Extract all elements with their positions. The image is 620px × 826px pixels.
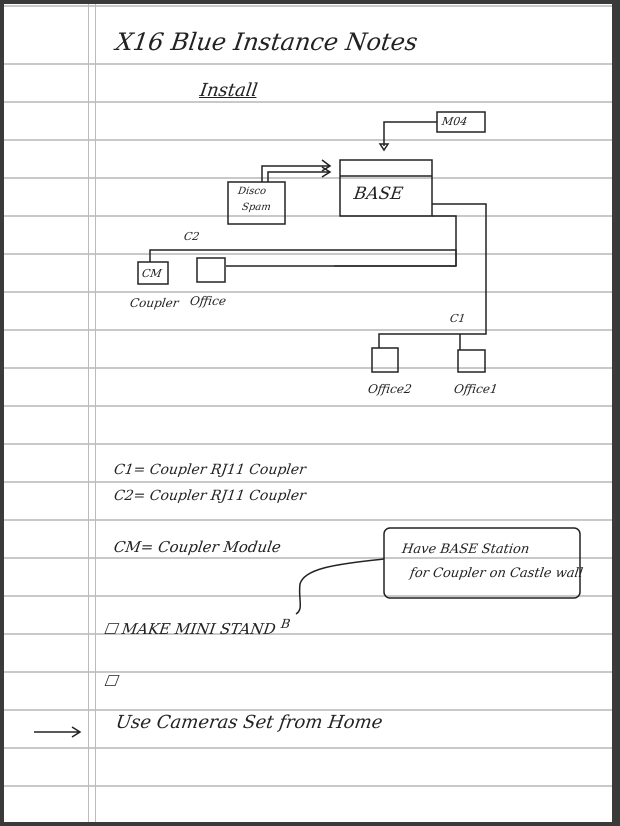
callout-box [383, 527, 581, 599]
callout-line1: Have BASE Station [400, 542, 531, 557]
notebook-page: X16 Blue Instance Notes Install M04 BASE… [4, 4, 612, 822]
base-box [339, 159, 433, 217]
margin-line [88, 4, 89, 822]
c2-definition: C2= Coupler RJ11 Coupler [112, 488, 307, 504]
checkbox[interactable]: ☐ [102, 672, 119, 690]
callout-pointer [295, 558, 385, 615]
cm-definition: CM= Coupler Module [112, 538, 283, 556]
c2-line [149, 249, 457, 266]
todo-mark: B [280, 616, 292, 631]
checkbox[interactable]: ☐ [102, 620, 119, 638]
callout-line2: for Coupler on Castle wall [408, 566, 584, 581]
office2-box [371, 347, 399, 373]
m04-connector [383, 121, 437, 146]
office-box [196, 257, 226, 283]
arrow-head [378, 143, 390, 152]
coupler-label: Coupler [129, 296, 180, 310]
office1-label: Office1 [453, 382, 499, 396]
c1-definition: C1= Coupler RJ11 Coupler [112, 462, 307, 478]
arrow-head [321, 159, 332, 178]
office-label: Office [189, 294, 227, 308]
disco-connectors [261, 165, 330, 182]
wiring-diagram [34, 111, 581, 738]
arrow-icon [34, 726, 82, 738]
cm-box [137, 261, 169, 285]
office1-box [457, 349, 486, 373]
spam-label: Spam [241, 202, 272, 213]
todo-item: ☐ MAKE MINI STAND B [102, 616, 291, 638]
base-to-c2 [334, 215, 457, 267]
base-label: BASE [352, 184, 405, 204]
office2-label: Office2 [367, 382, 413, 396]
c1-label: C1 [449, 312, 467, 325]
disco-label: Disco [237, 186, 267, 197]
cm-label: CM [141, 267, 163, 280]
disco-box [227, 181, 286, 225]
todo-text: MAKE MINI STAND [120, 620, 277, 638]
use-cameras-note: Use Cameras Set from Home [114, 712, 384, 733]
m04-label: M04 [441, 115, 469, 128]
c1-split [378, 333, 461, 350]
margin-line [95, 4, 96, 822]
c2-label: C2 [183, 230, 201, 243]
base-to-c1 [432, 203, 487, 335]
